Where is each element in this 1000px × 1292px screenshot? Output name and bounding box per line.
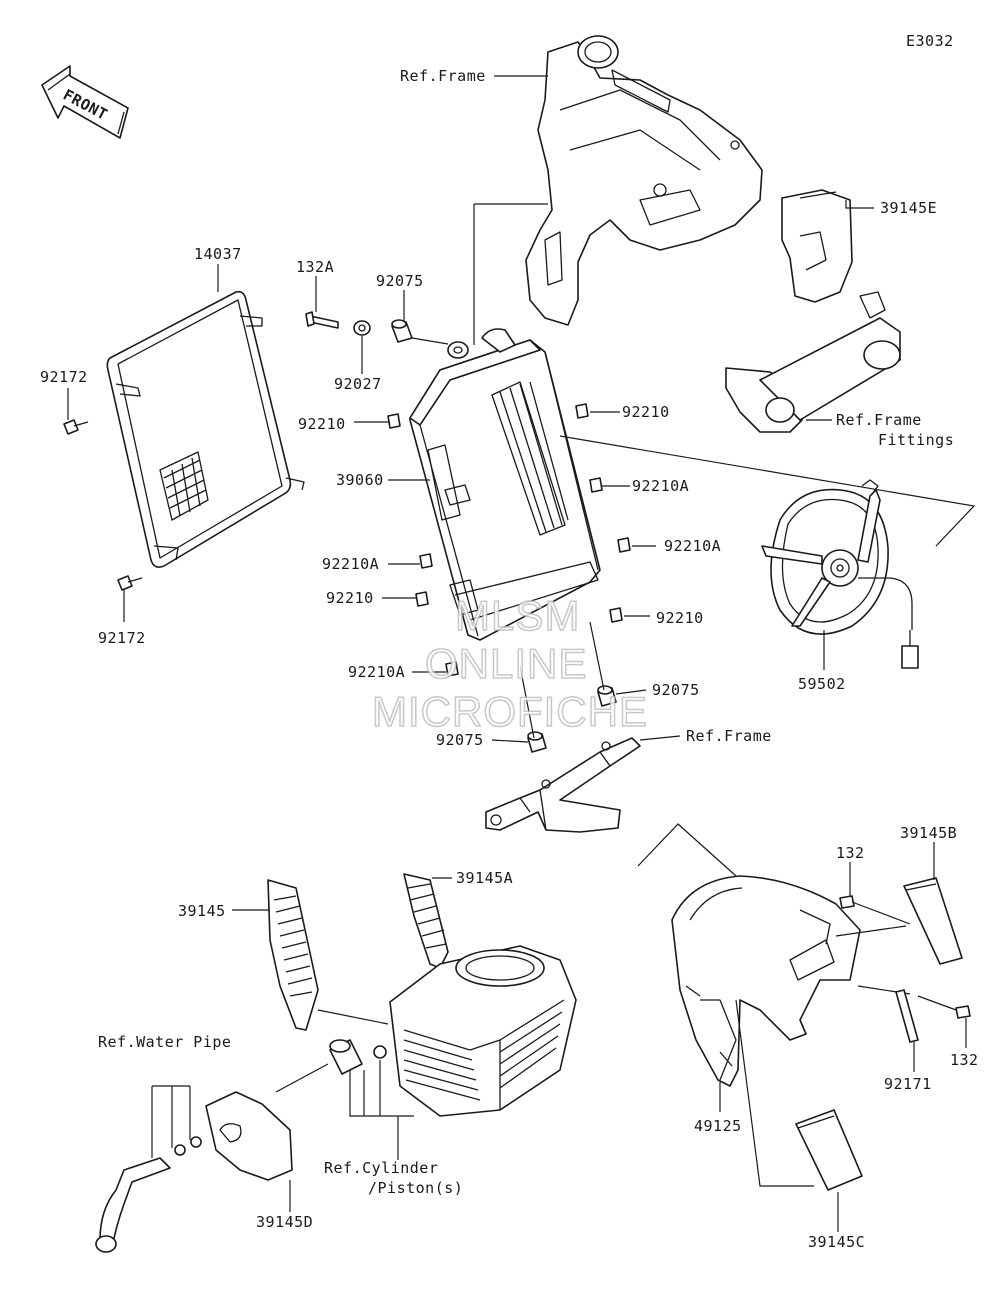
clip-92210a-l2	[445, 661, 459, 677]
label-92210a-r1: 92210A	[632, 477, 689, 495]
watermark-line-1: MLSM	[455, 592, 580, 639]
fan-59502	[761, 479, 919, 669]
label-92172-top: 92172	[40, 368, 88, 386]
label-39145a: 39145A	[456, 869, 513, 887]
label-132a: 132A	[296, 258, 334, 276]
label-92210-r2: 92210	[656, 609, 704, 627]
label-39145: 39145	[178, 902, 226, 920]
label-92210-l2: 92210	[326, 589, 374, 607]
label-39145e: 39145E	[880, 199, 937, 217]
clip-92210-r2	[609, 607, 623, 623]
washer-92027	[353, 320, 371, 336]
label-132-bot: 132	[950, 1051, 979, 1069]
clip-92210-l1	[387, 413, 401, 429]
watermark-line-2: ONLINE	[425, 640, 587, 687]
cover-39145-part	[267, 879, 319, 1031]
label-ref-water-pipe: Ref.Water Pipe	[98, 1033, 231, 1051]
label-92171: 92171	[884, 1075, 932, 1093]
label-39145d: 39145D	[256, 1213, 313, 1231]
frame-top-part	[525, 35, 763, 326]
collar-92171-part	[895, 989, 919, 1043]
label-59502: 59502	[798, 675, 846, 693]
label-ref-cylinder-1: Ref.Cylinder	[324, 1159, 438, 1177]
label-92210a-l1: 92210A	[322, 555, 379, 573]
bolt-132-bot	[955, 1005, 971, 1019]
cover-39145e-part	[781, 189, 853, 303]
screw-92172-bot	[117, 575, 143, 591]
cover-49125-part	[671, 875, 861, 1087]
label-ref-frame-mid: Ref.Frame	[686, 727, 772, 745]
radiator-39060	[409, 328, 601, 641]
label-92210-r1: 92210	[622, 403, 670, 421]
label-39145c: 39145C	[808, 1233, 865, 1251]
label-ref-frame-top: Ref.Frame	[400, 67, 486, 85]
label-92075-top: 92075	[376, 272, 424, 290]
label-ref-cylinder-2: /Piston(s)	[368, 1179, 463, 1197]
front-arrow-icon: FRONT	[41, 65, 129, 139]
watermark-line-3: MICROFICHE	[372, 688, 648, 735]
screw-92172-top	[63, 419, 89, 435]
clip-92210-l2	[415, 591, 429, 607]
label-92075-left: 92075	[436, 731, 484, 749]
radiator-grille-14037	[106, 290, 305, 568]
label-92027: 92027	[334, 375, 382, 393]
label-92210a-r2: 92210A	[664, 537, 721, 555]
cover-39145d-part	[205, 1091, 293, 1181]
label-92210-l1: 92210	[298, 415, 346, 433]
cover-39145c-part	[795, 1109, 863, 1191]
bolt-132-top	[839, 895, 855, 909]
clip-92210-r1	[575, 403, 589, 419]
label-39060: 39060	[336, 471, 384, 489]
cylinder-part	[389, 945, 577, 1117]
label-92172-bot: 92172	[98, 629, 146, 647]
bolt-132a	[305, 311, 339, 329]
grommet-92075-right	[597, 685, 617, 707]
label-92210a-l2: 92210A	[348, 663, 405, 681]
watermark: MLSM ONLINE MICROFICHE	[371, 591, 648, 736]
grommet-92075-top	[391, 319, 413, 343]
clip-92210a-r2	[617, 537, 631, 553]
label-39145b: 39145B	[900, 824, 957, 842]
label-92075-right: 92075	[652, 681, 700, 699]
water-pipe-part	[95, 1136, 202, 1253]
grommet-92075-left	[527, 731, 547, 753]
cover-39145b-part	[903, 877, 963, 965]
label-132-top: 132	[836, 844, 865, 862]
frame-fittings-part	[725, 291, 901, 433]
frame-lower-bracket	[485, 737, 641, 833]
label-14037: 14037	[194, 245, 242, 263]
clip-92210a-r1	[589, 477, 603, 493]
label-ref-frame-fittings-1: Ref.Frame	[836, 411, 922, 429]
diagram-code: E3032	[906, 32, 954, 50]
cover-39145a-part	[403, 873, 449, 969]
water-pipe-joint	[329, 1039, 387, 1075]
label-ref-frame-fittings-2: Fittings	[878, 431, 954, 449]
clip-92210a-l1	[419, 553, 433, 569]
label-49125: 49125	[694, 1117, 742, 1135]
